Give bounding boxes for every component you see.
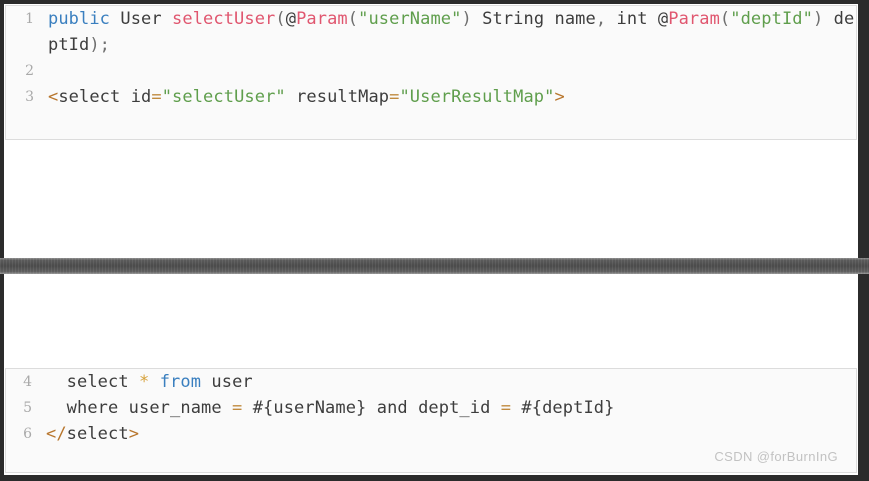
frame-edge-top: [0, 0, 869, 4]
code-token: from: [159, 372, 202, 392]
code-line: 6</select>: [6, 421, 856, 447]
line-number: 3: [25, 89, 34, 105]
line-number: 4: [23, 374, 32, 390]
code-token: [162, 9, 172, 29]
code-line-text: where user_name = #{userName} and dept_i…: [32, 395, 856, 421]
code-token: @: [657, 9, 669, 29]
code-line-text: select * from user: [32, 369, 856, 395]
code-token: int: [606, 9, 658, 29]
code-token: (: [275, 9, 286, 29]
code-token: (: [347, 9, 359, 29]
code-token: selectUser: [172, 9, 276, 29]
code-token: select: [58, 87, 121, 107]
code-token: );: [89, 35, 111, 55]
code-token: =: [389, 87, 400, 107]
code-token: String name: [471, 9, 596, 29]
code-token: <: [48, 87, 59, 107]
code-token: deptId: [48, 9, 855, 55]
code-token: user: [201, 372, 253, 392]
code-token: (: [719, 9, 731, 29]
code-token: [120, 87, 130, 107]
code-token: ): [461, 9, 472, 29]
frame-edge-right: [858, 0, 869, 481]
code-token: =: [232, 398, 243, 418]
code-token: where user_name: [46, 398, 233, 418]
code-token: select: [46, 372, 140, 392]
line-number: 6: [23, 426, 32, 442]
line-number: 2: [25, 63, 34, 79]
code-token: >: [554, 87, 565, 107]
code-line: 3<select id="selectUser" resultMap="User…: [6, 84, 856, 110]
code-token: id: [130, 87, 152, 107]
code-token: "deptId": [730, 9, 813, 29]
code-token: User: [120, 9, 162, 29]
code-token: [286, 87, 296, 107]
code-token: ): [812, 9, 824, 29]
code-line-text: </select>: [32, 421, 856, 447]
code-token: Param: [668, 9, 720, 29]
code-token: [110, 9, 120, 29]
code-token: "UserResultMap": [399, 87, 555, 107]
code-token: =: [151, 87, 162, 107]
code-line: 4 select * from user: [6, 369, 856, 395]
code-token: "selectUser": [161, 87, 286, 107]
code-token: "userName": [358, 9, 462, 29]
code-token: select: [66, 424, 129, 444]
code-line-text: public User selectUser(@Param("userName"…: [34, 6, 856, 58]
code-line-text: <select id="selectUser" resultMap="UserR…: [34, 84, 856, 110]
code-token: @: [285, 9, 297, 29]
code-token: public: [48, 9, 111, 29]
code-token: resultMap: [296, 87, 390, 107]
code-token: Param: [296, 9, 348, 29]
line-number: 5: [23, 400, 32, 416]
frame-edge-left: [0, 0, 4, 481]
code-token: [149, 372, 159, 392]
frame-edge-bottom: [0, 475, 869, 481]
pane-divider: [0, 258, 869, 274]
code-line: 2: [6, 58, 856, 84]
code-token: *: [139, 372, 150, 392]
code-token: </: [46, 424, 67, 444]
line-number: 1: [25, 11, 34, 27]
code-token: #{userName} and dept_id: [242, 398, 501, 418]
code-line-text: [34, 58, 856, 84]
code-token: =: [500, 398, 512, 418]
watermark-label: CSDN @forBurnInG: [714, 449, 838, 464]
code-token: >: [128, 424, 140, 444]
code-token: ,: [595, 9, 607, 29]
code-line: 5 where user_name = #{userName} and dept…: [6, 395, 856, 421]
code-token: #{deptId}: [511, 398, 615, 418]
